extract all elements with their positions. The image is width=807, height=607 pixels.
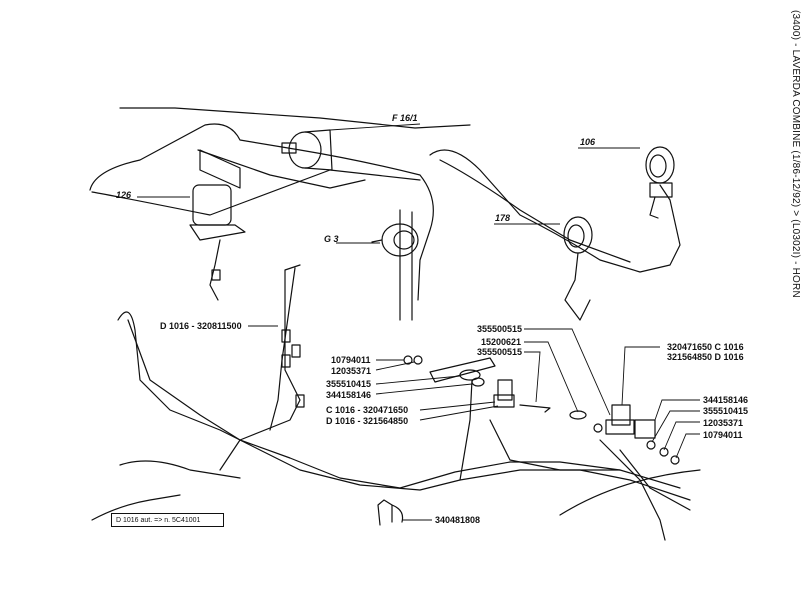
wire-down-left-b bbox=[269, 267, 296, 431]
leader-d1016-321564850 bbox=[419, 405, 499, 421]
wire-top-loop bbox=[89, 123, 434, 301]
leader-355510415-l bbox=[375, 375, 461, 385]
right-horn-parts bbox=[519, 404, 680, 465]
label-12035371-left: 12035371 bbox=[331, 366, 372, 376]
cab-post bbox=[399, 209, 413, 321]
label-340481808: 340481808 bbox=[435, 515, 481, 525]
ref-f16-1: F 16/1 bbox=[392, 113, 418, 123]
wire-top-loop-2 bbox=[91, 169, 421, 216]
label-c1016-320471650: C 1016 - 320471650 bbox=[326, 405, 409, 415]
connector-340481808 bbox=[377, 499, 404, 526]
wire-to-106 bbox=[429, 149, 681, 273]
lower-harness-d bbox=[489, 419, 621, 471]
ground-curve bbox=[559, 469, 701, 516]
leader-f161 bbox=[329, 123, 421, 131]
label-320471650-c1016: 320471650 C 1016 bbox=[667, 342, 744, 352]
leader-10794011-r bbox=[675, 433, 700, 459]
label-321564850-d1016: 321564850 D 1016 bbox=[667, 352, 744, 362]
cab-beam bbox=[199, 149, 241, 189]
lower-harness-f bbox=[619, 449, 691, 511]
label-355510415-left: 355510415 bbox=[326, 379, 372, 389]
horn-motor bbox=[281, 129, 333, 171]
leader-320471650 bbox=[621, 346, 660, 406]
label-d1016-320811500: D 1016 - 320811500 bbox=[160, 321, 242, 331]
lamp-g3 bbox=[371, 223, 419, 257]
label-d1016-321564850: D 1016 - 321564850 bbox=[326, 416, 409, 426]
left-horn-parts bbox=[403, 355, 515, 408]
leader-344158146-r bbox=[654, 399, 700, 421]
label-355500515-top: 355500515 bbox=[477, 324, 523, 334]
ref-106: 106 bbox=[580, 137, 596, 147]
leader-344158146-l bbox=[375, 383, 473, 395]
cab-frame bbox=[119, 107, 471, 129]
ref-126: 126 bbox=[116, 190, 132, 200]
page-title: (3400) - LAVERDA COMBINE (1/86-12/92) > … bbox=[790, 10, 801, 298]
cab-frame-lower bbox=[197, 149, 366, 189]
lower-harness-b bbox=[127, 319, 681, 489]
lamp-178 bbox=[563, 216, 593, 321]
label-355500515-second: 355500515 bbox=[477, 347, 523, 357]
lower-harness-c bbox=[459, 379, 473, 481]
connector-left-d1016 bbox=[281, 329, 305, 408]
ref-g3: G 3 bbox=[324, 234, 339, 244]
leader-355500515-b bbox=[524, 351, 541, 403]
leader-15200621 bbox=[524, 341, 579, 413]
label-10794011-right: 10794011 bbox=[703, 430, 743, 440]
lamp-106 bbox=[645, 146, 675, 219]
label-344158146-right: 344158146 bbox=[703, 395, 749, 405]
label-12035371-right: 12035371 bbox=[703, 418, 744, 428]
label-355510415-right: 355510415 bbox=[703, 406, 749, 416]
leader-c1016 bbox=[419, 401, 496, 411]
label-10794011-left: 10794011 bbox=[331, 355, 371, 365]
beacon-126 bbox=[189, 184, 246, 301]
label-344158146-left: 344158146 bbox=[326, 390, 372, 400]
label-15200621: 15200621 bbox=[481, 337, 522, 347]
lower-harness bbox=[117, 311, 691, 501]
frame-left bbox=[119, 460, 241, 479]
leader-355500515-a bbox=[524, 328, 611, 416]
note-box: D 1016 aut. => n. 5C41001 bbox=[111, 513, 224, 527]
ref-178: 178 bbox=[495, 213, 511, 223]
wire-to-106-b bbox=[439, 159, 631, 263]
frame-left-b bbox=[91, 494, 181, 521]
wire-down-left bbox=[219, 264, 301, 471]
leader-355510415-r bbox=[651, 410, 700, 443]
leader-12035371-l bbox=[375, 361, 415, 371]
lower-harness-e bbox=[599, 439, 666, 541]
leader-12035371-r bbox=[663, 421, 700, 451]
